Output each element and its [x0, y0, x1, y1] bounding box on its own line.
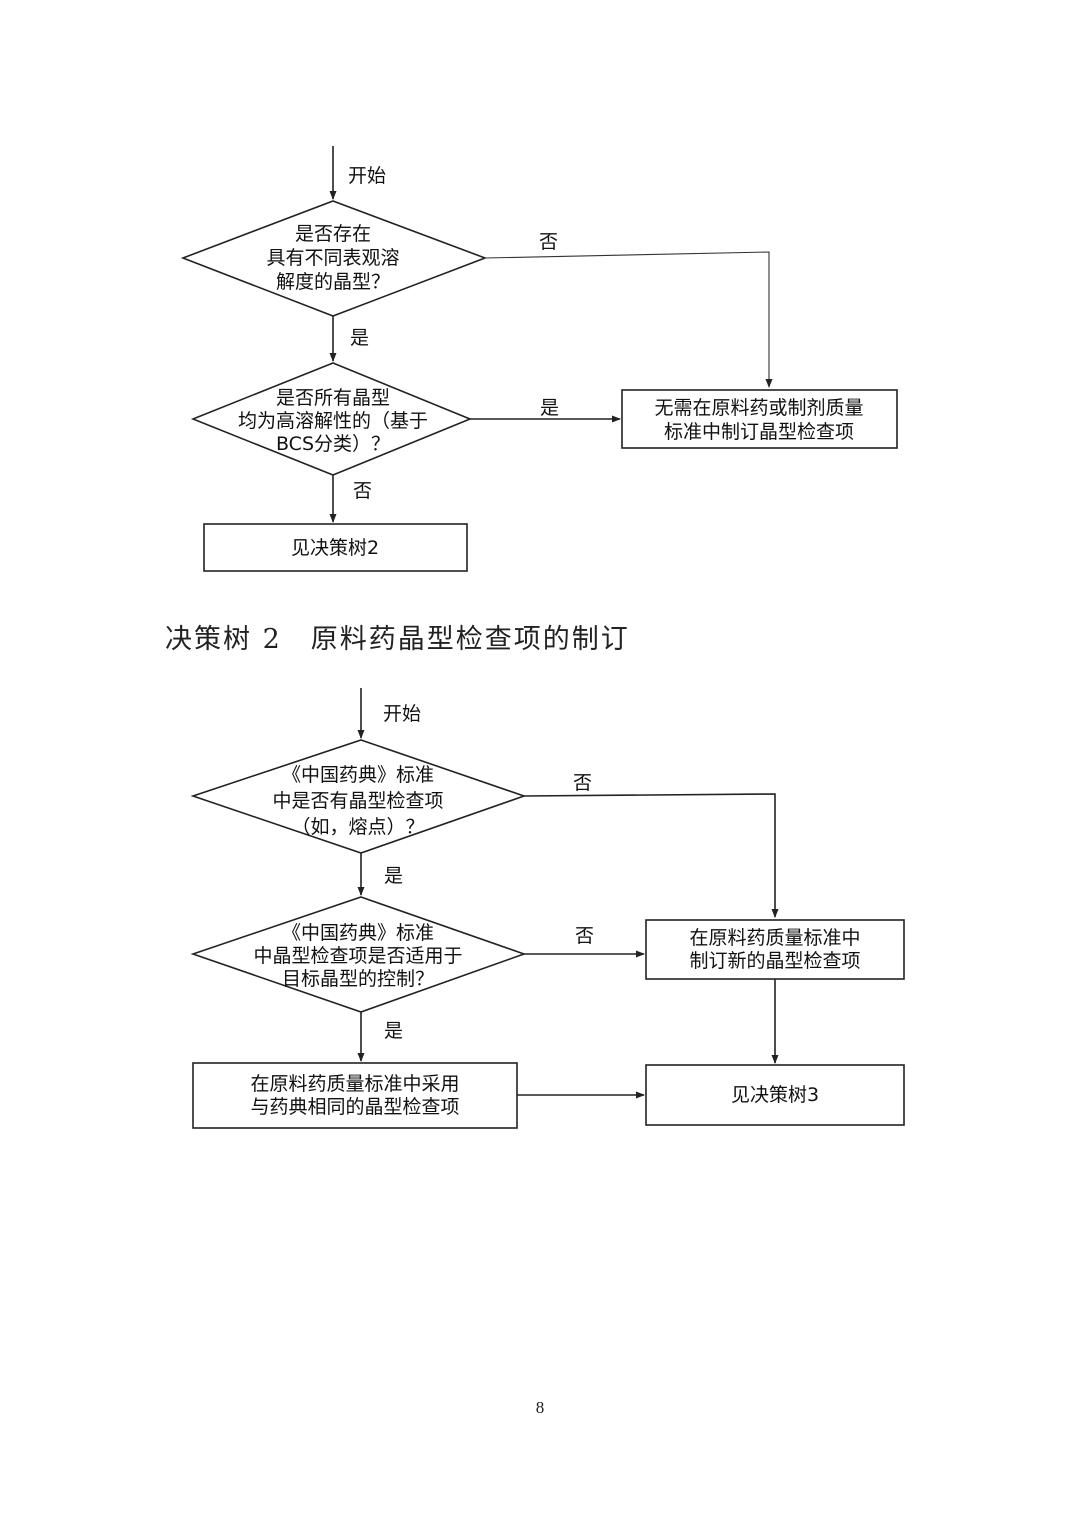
- edge-label-yes: 是: [384, 865, 403, 887]
- edge-label-yes: 是: [350, 327, 369, 349]
- decision-text-line: BCS分类）？: [276, 433, 390, 455]
- decision-text-line: 中晶型检查项是否适用于: [253, 945, 462, 967]
- edge-label-no: 否: [575, 925, 594, 947]
- box-text-line: 标准中制订晶型检查项: [664, 421, 854, 443]
- no-arrow-to-new-check: [523, 793, 779, 918]
- page-number: 8: [535, 1398, 545, 1417]
- box-new-check: [645, 919, 905, 980]
- box-text-line: 无需在原料药或制剂质量: [654, 397, 863, 419]
- no-arrow-to-no-check: [484, 251, 773, 388]
- box-text-line: 与药典相同的晶型检查项: [250, 1096, 459, 1118]
- decision-text-line: （如，熔点）？: [291, 816, 424, 838]
- edge-label-yes: 是: [384, 1020, 403, 1042]
- decision-text-line: 目标晶型的控制？: [282, 968, 434, 990]
- tree2: 开始 《中国药典》标准 中是否有晶型检查项 （如，熔点）？ 否 是 《中国药典》…: [190, 688, 905, 1129]
- decision-text-line: 是否存在: [295, 223, 371, 245]
- section-title: 决策树 2 原料药晶型检查项的制订: [165, 624, 630, 655]
- start-label: 开始: [348, 165, 386, 187]
- box-text-line: 制订新的晶型检查项: [689, 950, 860, 972]
- decision-text-line: 具有不同表观溶: [266, 247, 399, 269]
- edge-label-yes: 是: [540, 397, 559, 419]
- box-text-line: 见决策树3: [731, 1084, 819, 1106]
- decision-text-line: 均为高溶解性的（基于: [238, 410, 428, 432]
- box-no-check-needed: [621, 389, 898, 449]
- start-label: 开始: [383, 703, 421, 725]
- decision-text-line: 中是否有晶型检查项: [272, 790, 443, 812]
- decision-text-line: 《中国药典》标准: [282, 764, 434, 786]
- box-text-line: 见决策树2: [291, 537, 379, 559]
- box-text-line: 在原料药质量标准中: [689, 927, 860, 949]
- edge-label-no: 否: [353, 480, 372, 502]
- edge-label-no: 否: [539, 231, 558, 253]
- box-see-tree3: [645, 1064, 905, 1126]
- edge-label-no: 否: [573, 772, 592, 794]
- decision-text-line: 解度的晶型？: [276, 271, 390, 293]
- box-see-tree2: [203, 523, 468, 572]
- decision-text-line: 《中国药典》标准: [282, 922, 434, 944]
- decision-text-line: 是否所有晶型: [276, 387, 390, 409]
- tree1: 开始 是否存在 具有不同表观溶 解度的晶型？ 否 是 是否所有晶型 均为高溶解性…: [180, 146, 898, 572]
- box-adopt-pharmacopoeia-check: [192, 1062, 518, 1129]
- box-text-line: 在原料药质量标准中采用: [250, 1073, 459, 1095]
